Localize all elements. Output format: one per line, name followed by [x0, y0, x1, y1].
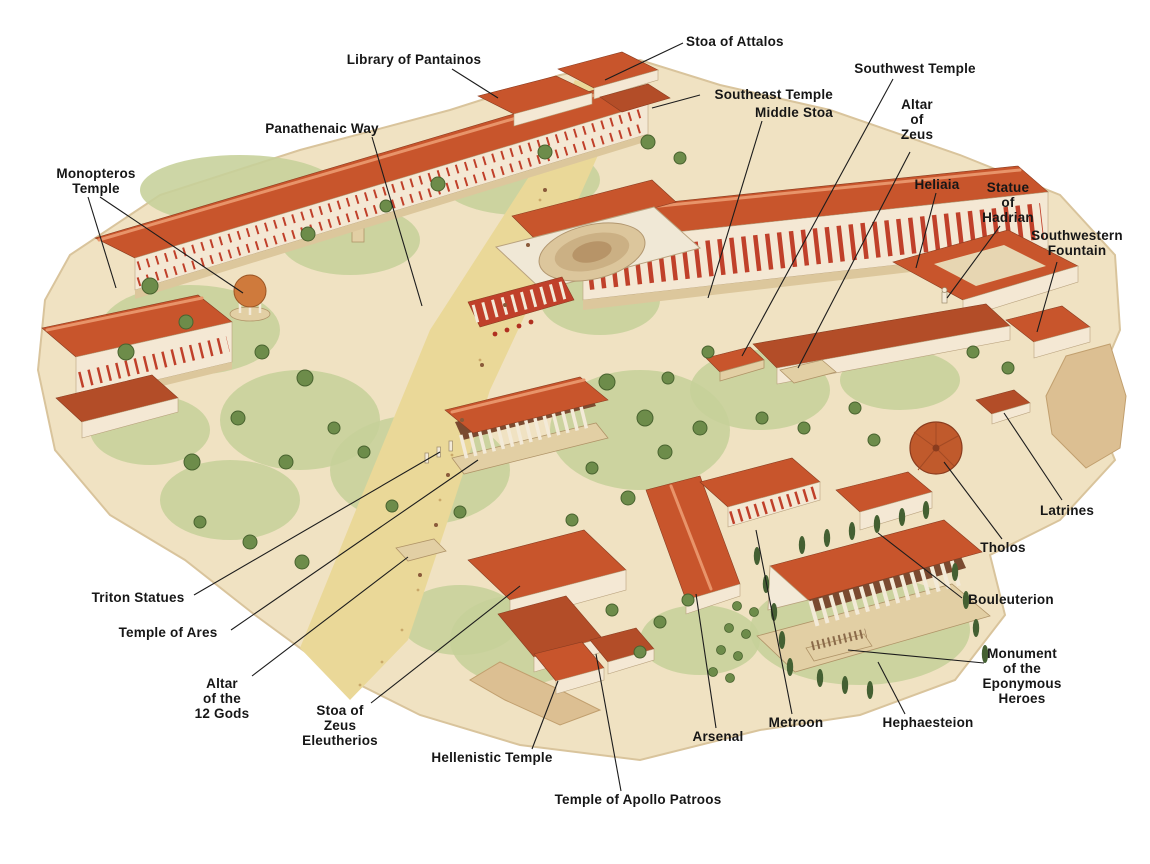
leader-stoa-of-zeus-eleutherios [370, 585, 521, 704]
buildings [41, 51, 1091, 695]
leader-hellenistic-temple [531, 680, 559, 750]
leader-southeast-temple [651, 94, 701, 109]
library-of-pantainos-building [477, 51, 671, 127]
leader-latrines [1003, 412, 1063, 501]
leader-panathenaic-way [371, 136, 423, 307]
arsenal-building [645, 475, 741, 615]
trees [117, 134, 1015, 699]
apollo-patroos-cluster [467, 529, 655, 695]
label-hellenistic-temple: Hellenistic Temple [431, 750, 553, 765]
leader-southwest-temple [741, 78, 894, 357]
stoa-of-zeus-area-building [41, 294, 233, 439]
leader-temple-of-ares [230, 459, 479, 631]
label-monument-eponymous-heroes: Monument of the Eponymous Heroes [982, 646, 1062, 706]
leader-monopteros-temple [99, 196, 244, 294]
label-statue-of-hadrian: Statue of Hadrian [982, 180, 1034, 225]
label-bouleuterion: Bouleuterion [968, 592, 1054, 607]
tholos-building [909, 421, 963, 475]
label-triton-statues: Triton Statues [91, 590, 185, 605]
leader-altar-of-12-gods [251, 556, 409, 677]
altar-of-12-gods-structure [395, 538, 447, 562]
leader-altar-of-zeus [797, 151, 911, 369]
leader-heliaia [915, 192, 937, 269]
label-hephaesteion: Hephaesteion [882, 715, 974, 730]
label-stoa-of-attalos: Stoa of Attalos [686, 34, 784, 49]
leader-hephaesteion [877, 661, 906, 715]
triton-statues-figures [424, 440, 453, 464]
leader-statue-of-hadrian [946, 225, 1001, 299]
leader-southwestern-fountain [1036, 261, 1058, 333]
label-middle-stoa: Middle Stoa [755, 105, 833, 120]
label-southwest-temple: Southwest Temple [854, 61, 976, 76]
label-altar-of-zeus: Altar of Zeus [900, 97, 934, 142]
leader-monopteros-temple-2 [87, 196, 117, 289]
people-figures [418, 188, 547, 577]
leader-middle-stoa [707, 120, 763, 299]
leader-triton-statues [193, 451, 441, 596]
leader-temple-of-apollo-patroos [595, 653, 622, 792]
label-metroon: Metroon [768, 715, 824, 730]
odeion-building [467, 179, 702, 337]
monopteros-building [229, 274, 271, 322]
temple-of-ares-building [444, 376, 609, 475]
metroon-building [699, 457, 821, 528]
label-panathenaic-way: Panathenaic Way [265, 121, 379, 136]
altar-of-zeus-structure [779, 359, 837, 384]
leader-arsenal [695, 593, 717, 729]
stoa-of-attalos-building [94, 85, 649, 299]
label-temple-of-apollo-patroos: Temple of Apollo Patroos [554, 792, 722, 807]
leader-metroon [755, 529, 793, 715]
label-southwestern-fountain: Southwestern Fountain [1031, 228, 1123, 258]
leader-library-of-pantainos [451, 68, 499, 99]
label-latrines: Latrines [1039, 503, 1095, 518]
statue-of-hadrian-figure [941, 287, 948, 304]
label-tholos: Tholos [980, 540, 1026, 555]
leader-bouleuterion [877, 532, 963, 599]
southwest-temple-building [705, 346, 765, 382]
latrines-building [975, 389, 1031, 425]
leader-tholos [943, 461, 1003, 540]
monument-eponymous-heroes-structure [805, 628, 873, 662]
label-temple-of-ares: Temple of Ares [118, 625, 218, 640]
label-southeast-temple: Southeast Temple [714, 87, 833, 102]
label-stoa-of-zeus-eleutherios: Stoa of Zeus Eleutherios [302, 703, 378, 748]
southeast-rocks [1045, 343, 1127, 469]
label-altar-of-12-gods: Altar of the 12 Gods [194, 676, 250, 721]
label-arsenal: Arsenal [692, 729, 744, 744]
leader-monument-eponymous-heroes [847, 649, 985, 664]
heliaia-building [892, 229, 1079, 319]
leader-stoa-of-attalos [604, 42, 684, 81]
label-monopteros-temple: Monopteros Temple [56, 166, 136, 196]
label-heliaia: Heliaia [914, 177, 960, 192]
label-library-of-pantainos: Library of Pantainos [346, 52, 482, 67]
south-stoa-building [752, 303, 1011, 385]
leader-lines [87, 42, 1063, 792]
